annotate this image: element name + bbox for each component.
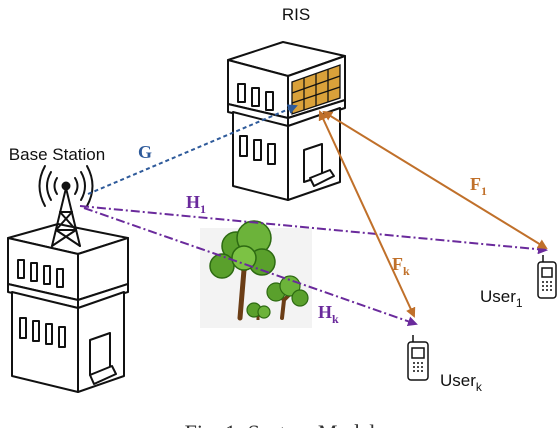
phone-icon-user-1 bbox=[537, 255, 557, 299]
ris-panel bbox=[291, 64, 341, 115]
link-g bbox=[87, 104, 298, 195]
antenna-tower-icon bbox=[38, 165, 94, 247]
user-1-label: User1 bbox=[480, 287, 523, 310]
tree-icon bbox=[200, 220, 312, 328]
link-label-g: G bbox=[138, 142, 152, 162]
link-fk bbox=[318, 110, 416, 318]
user-k-label: Userk bbox=[440, 371, 483, 394]
ris-building-icon bbox=[227, 41, 346, 201]
link-f1 bbox=[322, 110, 548, 250]
figure-caption: Fig. 1: System Model bbox=[185, 420, 376, 428]
link-label-hk: Hk bbox=[318, 302, 339, 326]
link-label-fk: Fk bbox=[392, 254, 410, 278]
link-h1 bbox=[79, 205, 548, 255]
building-icon bbox=[7, 223, 129, 393]
phone-icon-user-k bbox=[407, 335, 429, 381]
link-label-h1: H1 bbox=[186, 192, 206, 216]
link-label-f1: F1 bbox=[470, 174, 487, 198]
ris-label: RIS bbox=[282, 5, 310, 24]
base-station-label: Base Station bbox=[9, 145, 105, 164]
